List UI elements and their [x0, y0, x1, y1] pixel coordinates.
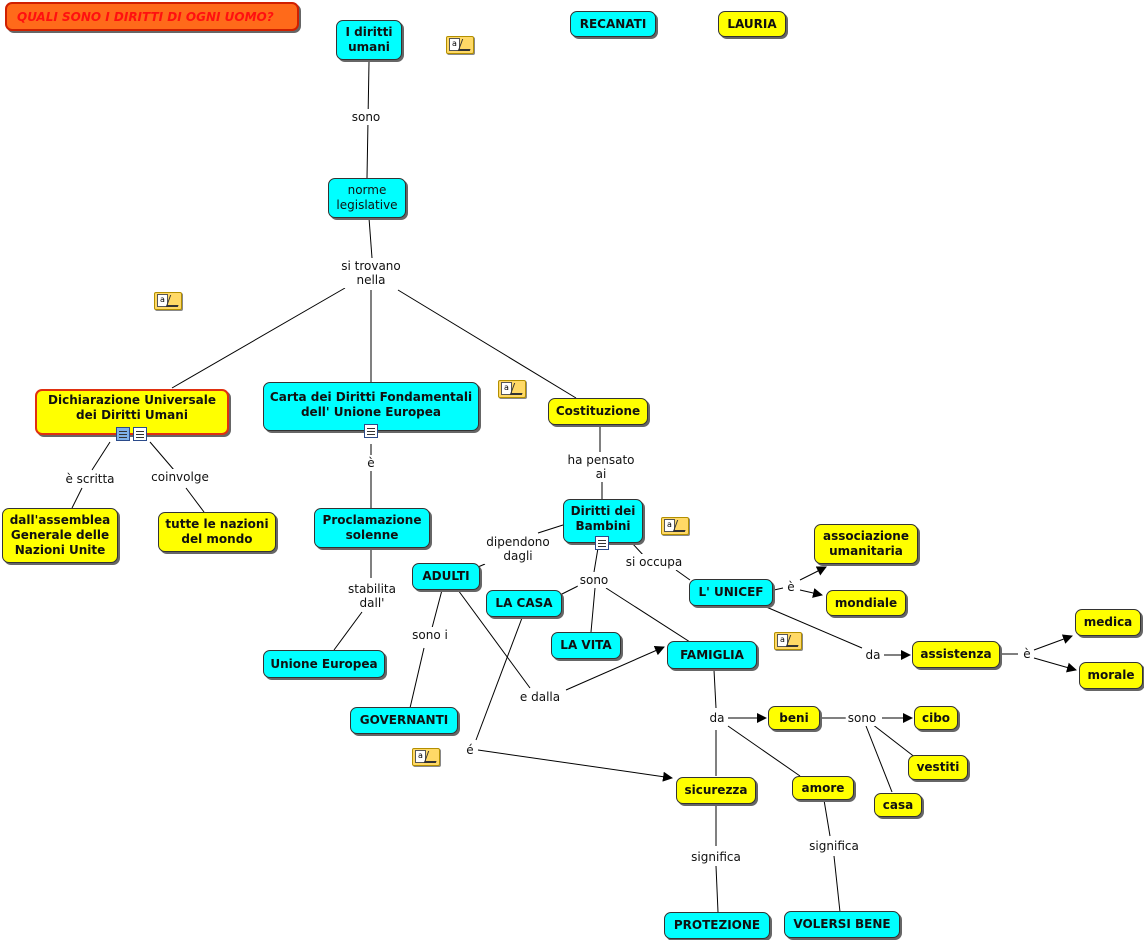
link-label-significa-sicurezza: significa	[689, 849, 743, 865]
map-title: QUALI SONO I DIRITTI DI OGNI UOMO?	[5, 2, 299, 31]
note-icon[interactable]: a	[412, 748, 441, 766]
node-amore[interactable]: amore	[792, 776, 854, 800]
node-vestiti[interactable]: vestiti	[908, 755, 968, 780]
link-label-ha-pensato: ha pensato ai	[565, 452, 637, 482]
document-resource-icon[interactable]	[133, 427, 147, 441]
node-protezione[interactable]: PROTEZIONE	[664, 912, 770, 939]
link-label-da-unicef: da	[863, 647, 883, 663]
link-label-dipendono: dipendono dagli	[484, 534, 552, 564]
node-cibo[interactable]: cibo	[914, 706, 958, 730]
node-proclamazione-solenne[interactable]: Proclamazione solenne	[314, 508, 430, 548]
link-label-coinvolge: coinvolge	[149, 469, 211, 485]
link-label-e-dalla: e dalla	[517, 689, 563, 705]
link-label-e-casa: é	[464, 742, 476, 758]
node-sicurezza[interactable]: sicurezza	[676, 777, 756, 804]
link-label-si-trovano: si trovano nella	[339, 258, 403, 288]
link-label-e-unicef: è	[785, 579, 797, 595]
node-unicef[interactable]: L' UNICEF	[689, 579, 773, 606]
link-label-sono-i: sono i	[410, 627, 450, 643]
link-label-si-occupa: si occupa	[623, 554, 685, 570]
link-label-sono-bambini: sono	[577, 572, 611, 588]
node-tutte-le-nazioni[interactable]: tutte le nazioni del mondo	[158, 512, 276, 552]
document-resource-icon[interactable]	[595, 536, 609, 550]
link-label-sono-beni: sono	[845, 710, 879, 726]
node-assistenza[interactable]: assistenza	[912, 641, 1000, 668]
note-icon[interactable]: a	[661, 517, 690, 535]
node-assemblea-generale[interactable]: dall'assemblea Generale delle Nazioni Un…	[2, 508, 118, 563]
node-morale[interactable]: morale	[1079, 662, 1143, 689]
image-resource-icon[interactable]	[116, 427, 130, 441]
node-costituzione[interactable]: Costituzione	[548, 398, 648, 425]
node-casa[interactable]: casa	[874, 793, 922, 817]
note-icon[interactable]: a	[446, 36, 475, 54]
node-medica[interactable]: medica	[1075, 609, 1141, 636]
link-label-da-famiglia: da	[707, 710, 727, 726]
document-resource-icon[interactable]	[364, 424, 378, 438]
node-dichiarazione-universale[interactable]: Dichiarazione Universale dei Diritti Uma…	[35, 389, 229, 435]
link-label-significa-amore: significa	[807, 838, 861, 854]
node-associazione-umanitaria[interactable]: associazione umanitaria	[814, 524, 918, 564]
note-icon[interactable]: a	[774, 632, 803, 650]
node-famiglia[interactable]: FAMIGLIA	[667, 641, 757, 669]
link-label-e: è	[365, 455, 377, 471]
node-norme-legislative[interactable]: norme legislative	[328, 178, 406, 218]
node-lauria[interactable]: LAURIA	[718, 11, 786, 37]
node-volersi-bene[interactable]: VOLERSI BENE	[784, 911, 900, 938]
link-label-e-assistenza: è	[1021, 646, 1033, 662]
node-diritti-umani[interactable]: I diritti umani	[336, 20, 402, 60]
node-diritti-bambini[interactable]: Diritti dei Bambini	[563, 499, 643, 543]
node-la-casa[interactable]: LA CASA	[486, 590, 562, 617]
note-icon[interactable]: a	[498, 380, 527, 398]
link-label-stabilita: stabilita dall'	[346, 581, 398, 611]
node-unione-europea[interactable]: Unione Europea	[263, 650, 385, 678]
note-icon[interactable]: a	[154, 292, 183, 310]
node-beni[interactable]: beni	[768, 706, 820, 730]
node-la-vita[interactable]: LA VITA	[551, 632, 621, 659]
node-adulti[interactable]: ADULTI	[412, 563, 480, 590]
node-carta-diritti-fondamentali[interactable]: Carta dei Diritti Fondamentali dell' Uni…	[263, 382, 479, 431]
link-label-e-scritta: è scritta	[63, 471, 117, 487]
link-label-sono: sono	[349, 109, 383, 125]
node-recanati[interactable]: RECANATI	[570, 11, 656, 37]
node-governanti[interactable]: GOVERNANTI	[350, 707, 458, 734]
node-mondiale[interactable]: mondiale	[826, 590, 906, 616]
